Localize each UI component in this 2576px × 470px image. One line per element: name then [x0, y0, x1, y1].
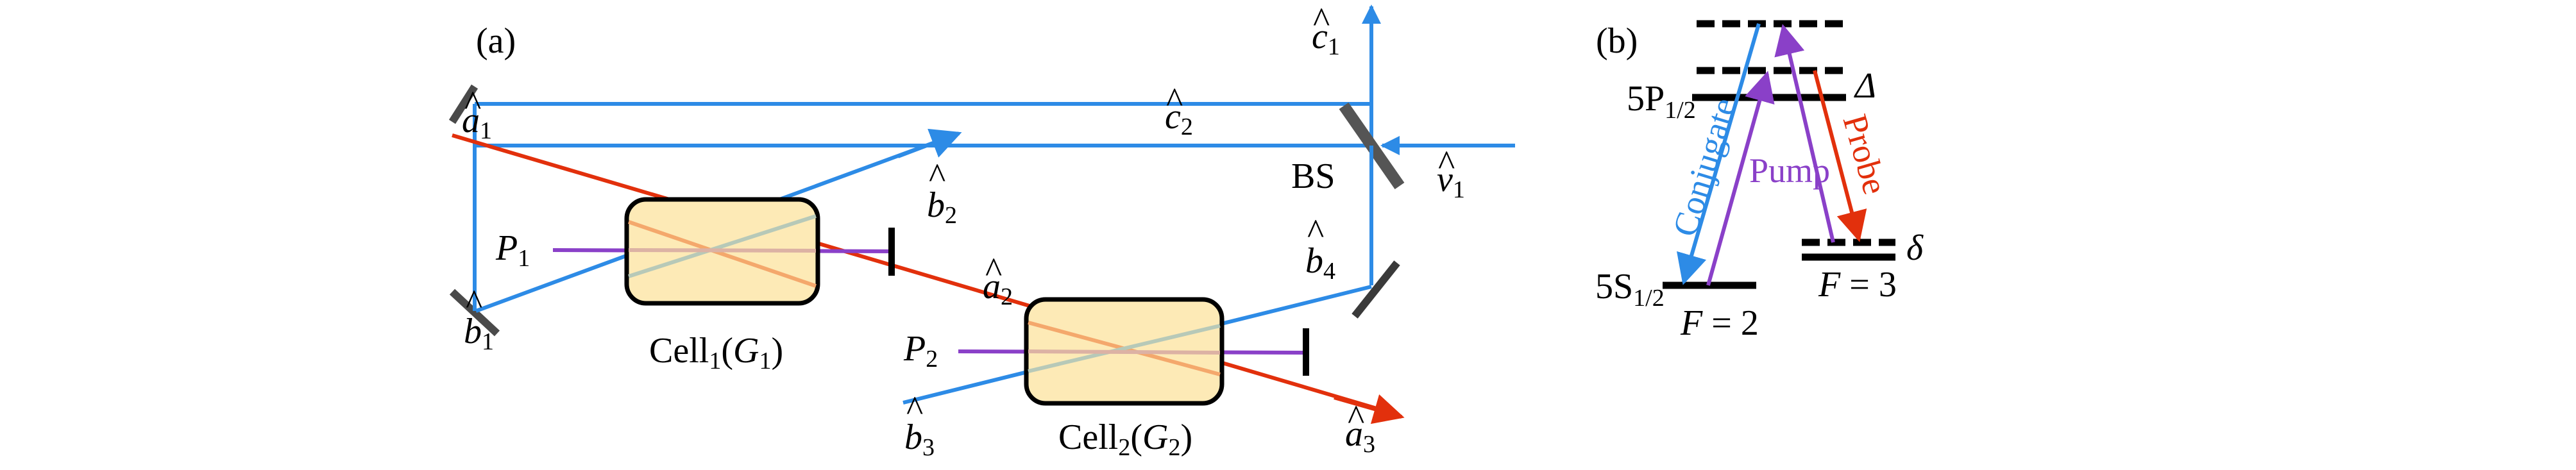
label-p2: P2	[903, 329, 938, 373]
cell-2	[1024, 297, 1224, 406]
svg-text:^: ^	[985, 251, 1002, 290]
label-5s12: 5S1/2	[1595, 267, 1665, 312]
svg-text:b3: b3	[904, 417, 935, 461]
label-cell-2: Cell2(G2)	[1058, 417, 1192, 461]
cell-1-probe-inside	[628, 220, 817, 288]
svg-text:b4: b4	[1305, 241, 1335, 285]
cell-2-pump-inside	[1028, 349, 1221, 355]
label-big-detuning: Δ	[1854, 66, 1876, 106]
cell-2-conjugate-inside	[1028, 324, 1221, 373]
svg-text:b1: b1	[464, 312, 494, 355]
svg-text:a1: a1	[462, 101, 492, 144]
transition-pump-2-arrow	[1774, 24, 1835, 243]
svg-text:^: ^	[1307, 212, 1324, 252]
hat: ^	[464, 84, 481, 124]
svg-text:c1: c1	[1312, 17, 1340, 60]
beam-b2-arrow	[897, 128, 962, 158]
svg-text:^: ^	[929, 156, 945, 196]
svg-text:a3: a3	[1345, 414, 1375, 458]
label-b1: b1 ^	[464, 283, 494, 355]
svg-text:^: ^	[1313, 1, 1330, 40]
label-a3: a3 ^	[1345, 398, 1375, 458]
svg-text:a2: a2	[983, 267, 1013, 310]
beam-splitter-label: BS	[1291, 156, 1335, 196]
label-c1: c1 ^	[1312, 1, 1340, 60]
panel-b: (b) 5P1/2 5S1/2 F = 2 F = 3 Δ δ Conjugat…	[1595, 20, 1924, 343]
svg-text:^: ^	[466, 283, 482, 323]
cell-1-pump-inside	[628, 248, 817, 253]
mirror-right	[1352, 260, 1400, 319]
label-b4: b4 ^	[1305, 212, 1335, 285]
svg-text:^: ^	[1438, 144, 1455, 183]
beam-a-line	[452, 133, 1399, 417]
label-a1: a1 ^	[462, 84, 492, 144]
label-pump: Pump	[1749, 151, 1830, 190]
label-small-detuning: δ	[1906, 228, 1924, 268]
beam-c2-path	[473, 102, 1371, 224]
label-c2: c2 ^	[1165, 81, 1193, 140]
cell-1-conjugate-inside	[628, 214, 817, 278]
svg-text:^: ^	[1166, 81, 1183, 121]
mirror-bottom-left	[449, 289, 500, 337]
panel-a: (a) BS	[448, 1, 1515, 461]
label-5p12: 5P1/2	[1627, 79, 1696, 124]
label-cell-1: Cell1(G1)	[649, 331, 783, 374]
svg-text:b2: b2	[927, 185, 957, 229]
svg-text:^: ^	[1348, 398, 1364, 438]
svg-text:^: ^	[906, 389, 923, 429]
panel-b-label: (b)	[1596, 21, 1638, 61]
svg-text:c2: c2	[1165, 97, 1193, 140]
svg-text:v1: v1	[1437, 160, 1465, 203]
label-f3: F = 3	[1818, 265, 1897, 305]
label-b2: b2 ^	[927, 156, 957, 229]
transition-probe-arrow	[1813, 70, 1867, 242]
panel-a-label: (a)	[476, 21, 516, 61]
label-a2: a2 ^	[983, 251, 1013, 310]
transition-conjugate-arrow	[1676, 23, 1761, 285]
label-f2: F = 2	[1680, 303, 1759, 343]
beam-a3-arrow	[1334, 394, 1405, 424]
label-b3: b3 ^	[904, 389, 935, 461]
mirror-top-left	[448, 84, 479, 124]
label-v1: v1 ^	[1437, 144, 1465, 203]
transition-pump-1-arrow	[1706, 71, 1775, 286]
cell-1	[624, 197, 820, 306]
label-p1: P1	[495, 228, 530, 272]
